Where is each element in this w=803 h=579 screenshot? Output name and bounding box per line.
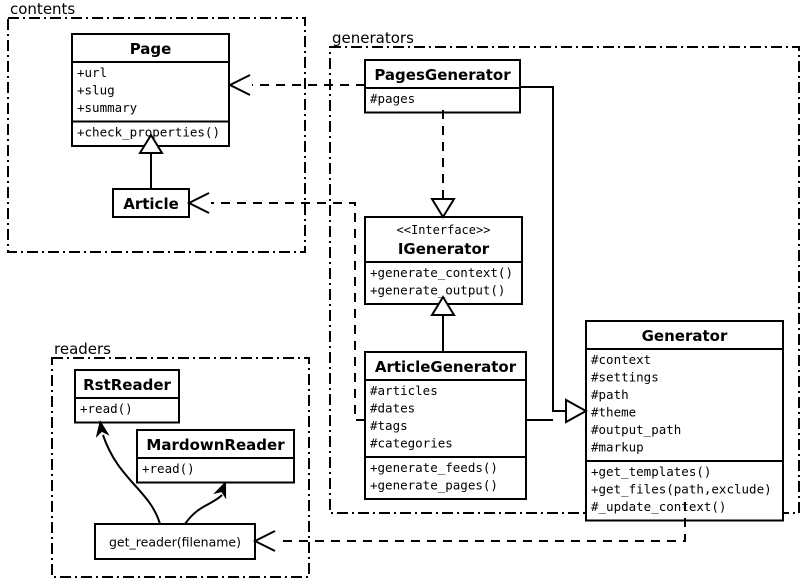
class-name-articlegenerator: ArticleGenerator xyxy=(375,358,517,376)
class-box-mardownreader[interactable] xyxy=(136,429,295,484)
class-attribute: #markup xyxy=(591,440,644,455)
relation-pagesgenerator-igenerator xyxy=(430,110,456,219)
package-label-readers: readers xyxy=(54,340,111,358)
class-pagesgenerator[interactable]: PagesGenerator #pages xyxy=(364,59,521,114)
class-generator[interactable]: Generator #context #settings #path #theme #ou… xyxy=(585,320,784,522)
package-label-contents: contents xyxy=(10,0,75,18)
package-contents: contents xyxy=(7,0,306,253)
package-label-generators: generators xyxy=(332,29,414,47)
class-method: +generate_output() xyxy=(370,283,505,298)
dependency-arrowhead xyxy=(95,420,110,438)
class-attribute: #categories xyxy=(370,436,453,451)
relation-generator-get-reader xyxy=(252,502,686,552)
class-attribute: #output_path xyxy=(591,422,681,437)
class-attribute: #articles xyxy=(370,383,438,398)
class-igenerator[interactable]: <<Interface>> IGenerator +generate_context… xyxy=(364,216,523,305)
dependency-arrowhead xyxy=(213,481,227,500)
relation-pagesgenerator-page xyxy=(227,74,365,96)
class-method: +generate_pages() xyxy=(370,478,498,493)
class-articlegenerator[interactable]: ArticleGenerator #articles #dates #tags #cat… xyxy=(364,351,527,500)
class-name-pagesgenerator: PagesGenerator xyxy=(374,66,511,84)
package-border-contents xyxy=(7,17,306,253)
dependency-arrowhead xyxy=(227,74,251,96)
dependency-arrowhead xyxy=(186,192,210,214)
class-attribute: +url xyxy=(77,65,107,80)
class-method: #_update_context() xyxy=(591,499,726,514)
class-stereotype-igenerator: <<Interface>> xyxy=(397,223,491,237)
relation-article-page xyxy=(138,133,164,189)
relation-articlegenerator-igenerator xyxy=(430,295,456,352)
class-box-rstreader[interactable] xyxy=(74,369,180,424)
class-page[interactable]: Page +url +slug +summary +check_properties() xyxy=(71,33,230,147)
class-attribute: +summary xyxy=(77,100,138,115)
class-name-rstreader: RstReader xyxy=(83,376,171,394)
class-box-generator[interactable] xyxy=(585,320,784,522)
class-method: +read() xyxy=(80,401,133,416)
class-name-page: Page xyxy=(130,40,172,58)
class-box-articlegenerator[interactable] xyxy=(364,351,527,500)
class-name-generator: Generator xyxy=(642,327,728,345)
package-border-readers xyxy=(51,357,310,578)
generalization-arrowhead xyxy=(565,398,589,424)
class-name-igenerator: IGenerator xyxy=(398,240,490,258)
generalization-arrowhead xyxy=(430,295,456,316)
relation-generators-generator xyxy=(520,86,589,424)
class-article[interactable]: Article xyxy=(112,188,190,218)
class-attribute: #settings xyxy=(591,370,659,385)
class-method: +check_properties() xyxy=(77,125,220,140)
package-border-generators xyxy=(329,46,800,514)
class-attribute: +slug xyxy=(77,83,115,98)
package-readers: readers xyxy=(51,340,310,578)
class-attribute: #path xyxy=(591,387,629,402)
class-method: +generate_context() xyxy=(370,265,513,280)
class-rstreader[interactable]: RstReader +read() xyxy=(74,369,180,424)
edge-line xyxy=(184,494,223,525)
class-name-mardownreader: MardownReader xyxy=(146,436,285,454)
class-attribute: #dates xyxy=(370,401,415,416)
relation-articlegenerator-article xyxy=(186,192,365,421)
realization-arrowhead xyxy=(430,198,456,219)
class-mardownreader[interactable]: MardownReader +read() xyxy=(136,429,295,484)
class-method: +get_files(path,exclude) xyxy=(591,482,772,497)
class-attribute: #context xyxy=(591,352,651,367)
class-name-article: Article xyxy=(123,195,179,213)
generalization-arrowhead xyxy=(138,133,164,154)
dependency-arrowhead xyxy=(252,530,276,552)
class-attribute: #tags xyxy=(370,418,408,433)
class-method: +generate_feeds() xyxy=(370,460,498,475)
function-get_reader[interactable]: get_reader(filename) xyxy=(94,523,256,560)
class-method: +read() xyxy=(142,461,195,476)
package-generators: generators xyxy=(329,29,800,514)
edge-line xyxy=(211,202,365,421)
function-label-get_reader: get_reader(filename) xyxy=(109,535,241,550)
relation-get-reader-mardownreader xyxy=(184,481,227,525)
relation-get-reader-rstreader xyxy=(95,420,161,525)
edge-line xyxy=(277,502,686,542)
edge-line-pagesgenerator xyxy=(520,86,566,412)
class-attribute: #pages xyxy=(370,91,415,106)
class-method: +get_templates() xyxy=(591,464,711,479)
edge-line xyxy=(102,434,161,525)
class-attribute: #theme xyxy=(591,405,636,420)
